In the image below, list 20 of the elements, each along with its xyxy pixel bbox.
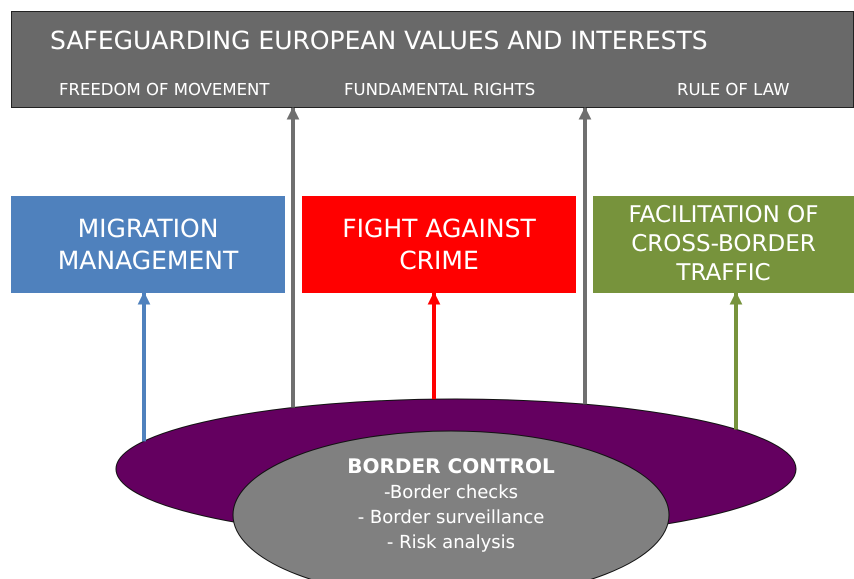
header-banner xyxy=(11,11,854,108)
value-label: FREEDOM OF MOVEMENT xyxy=(59,80,270,99)
arrow xyxy=(138,292,150,442)
list-item: - Risk analysis xyxy=(386,531,516,556)
arrow xyxy=(286,106,300,408)
banner-title: SAFEGUARDING EUROPEAN VALUES AND INTERESTS xyxy=(50,26,708,55)
arrow xyxy=(730,292,742,430)
goal-box xyxy=(302,196,576,293)
goal-label: MIGRATION MANAGEMENT xyxy=(56,213,240,276)
goal-label: FIGHT AGAINST CRIME xyxy=(341,213,537,276)
value-label: RULE OF LAW xyxy=(677,80,790,99)
list-item: -Border checks xyxy=(384,481,518,505)
ellipse-heading: BORDER CONTROL xyxy=(347,453,555,480)
goal-box xyxy=(11,196,285,293)
value-label: FUNDAMENTAL RIGHTS xyxy=(344,80,536,99)
list-item: - Border surveillance xyxy=(358,506,544,530)
arrow xyxy=(578,106,592,404)
goal-label: FACILITATION OF CROSS-BORDER TRAFFIC xyxy=(628,201,820,288)
goal-box xyxy=(593,196,854,293)
arrow xyxy=(428,292,440,400)
